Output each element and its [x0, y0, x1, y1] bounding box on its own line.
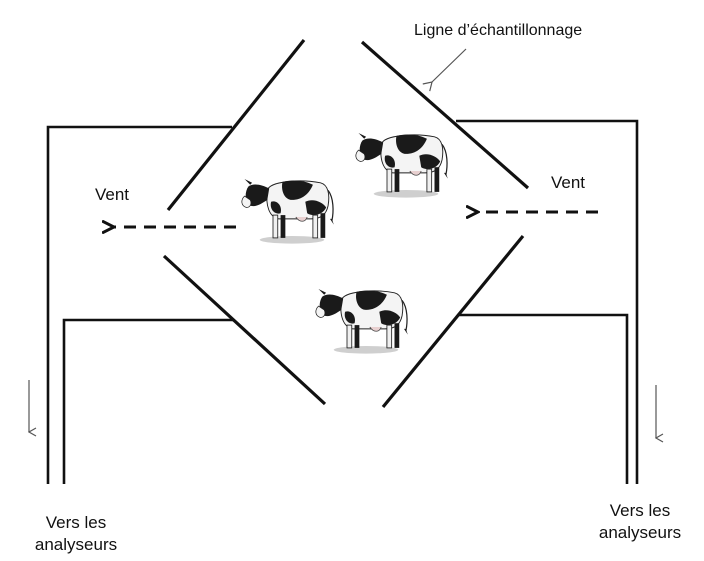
sampling-line-label: Ligne d’échantillonnage [414, 22, 583, 39]
analyzer-label-left: Vers les analyseurs [18, 512, 134, 556]
analyzer-label-left-line2: analyseurs [34, 535, 118, 554]
analyzer-label-right-line2: analyseurs [598, 523, 682, 542]
sampling-line-pointer [422, 48, 467, 92]
left-duct-inner [62, 318, 234, 484]
right-duct-outer [456, 119, 639, 484]
cow-top-right [355, 132, 449, 199]
enclosure-wall-bottom-left [162, 254, 327, 406]
cow-left [241, 178, 335, 245]
enclosure-wall-top-right [360, 40, 530, 190]
wind-label-right: Vent [551, 173, 586, 192]
left-duct-outer [46, 125, 232, 484]
analyzer-label-right-line1: Vers les [609, 501, 671, 520]
analyzer-label-left-line1: Vers les [45, 513, 107, 532]
analyzer-label-right: Vers les analyseurs [582, 500, 698, 544]
enclosure-wall-top-left [166, 39, 306, 211]
enclosure-wall-bottom-right [381, 234, 525, 409]
wind-label-left: Vent [95, 185, 130, 204]
right-duct-inner [458, 313, 629, 484]
cow-bottom [315, 288, 409, 355]
